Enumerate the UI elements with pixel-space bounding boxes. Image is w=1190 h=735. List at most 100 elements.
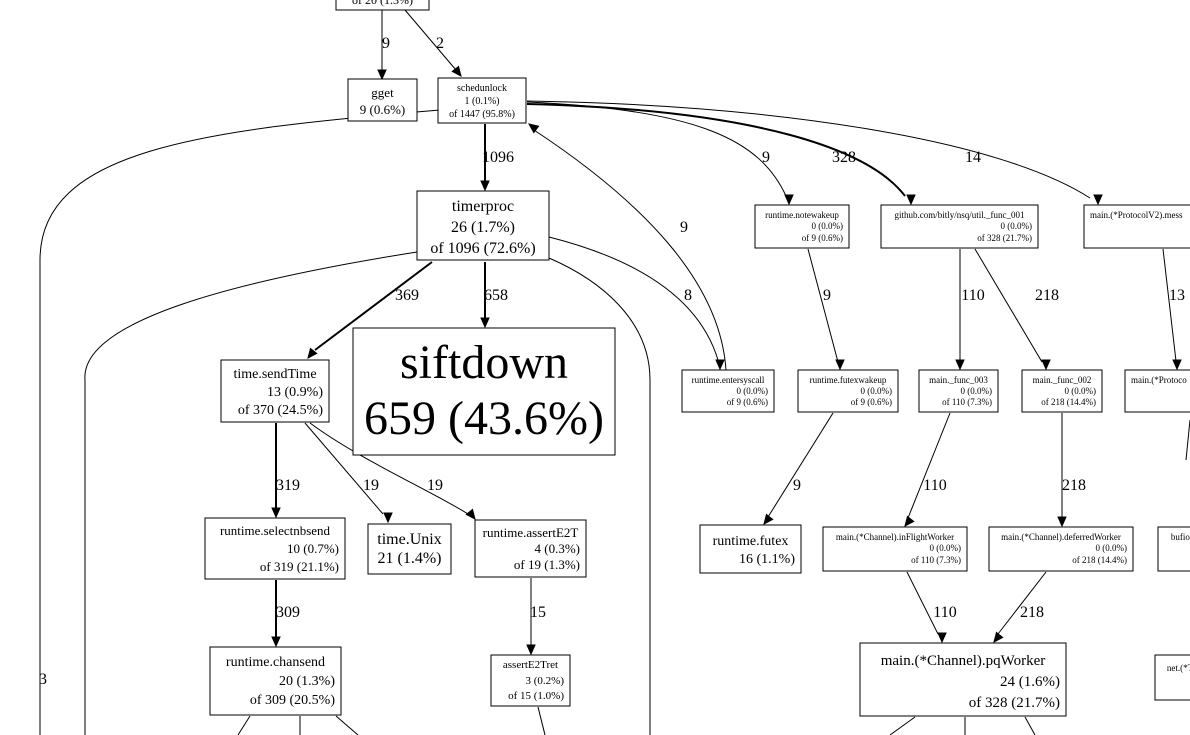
edge-line [335, 715, 359, 735]
edge-timerproc-right [548, 257, 651, 735]
node-protoco[interactable]: main.(*Protoco(of [1124, 369, 1190, 413]
node-stat: of 328 (21.7%) [977, 233, 1032, 243]
edge-label: 9 [382, 35, 390, 52]
node-stat: 20 (1.3%) [279, 674, 335, 689]
node-stat: 9 (0.6%) [360, 102, 406, 117]
arrowhead [835, 359, 845, 371]
arrowhead [955, 359, 965, 371]
edge-func001-func003: 110 [955, 249, 985, 371]
edge-label: 9 [823, 287, 831, 304]
arrowhead [480, 317, 490, 329]
edge-label: 2 [436, 35, 444, 52]
node-stat: 3 (0.2%) [526, 675, 565, 687]
arrowhead [480, 180, 490, 192]
node-stat: of 309 (20.5%) [250, 693, 335, 708]
arrowhead [1093, 194, 1103, 206]
node-stat: 659 (43.6%) [364, 392, 604, 445]
edge-protoco-out [1185, 419, 1190, 461]
node-box [367, 523, 452, 575]
edge-sendtime-timeunix: 19 [304, 422, 393, 524]
node-stat: 16 (1.1%) [739, 552, 795, 567]
node-bufio[interactable]: bufio.( [1157, 526, 1190, 572]
node-timeunix[interactable]: time.Unix 21 (1.4%) [367, 523, 452, 575]
edge-line [304, 422, 384, 515]
edge-chansend-out3 [335, 715, 359, 735]
arrowhead [526, 644, 536, 656]
node-stat: 24 (1.6%) [1000, 674, 1060, 690]
node-box [859, 642, 1067, 717]
node-box [352, 327, 616, 456]
edge-selectnbsend-chansend: 309 [271, 580, 300, 648]
node-stat: of 19 (1.3%) [514, 557, 580, 572]
edge-label: 218 [1035, 287, 1059, 304]
edge-line [526, 100, 1091, 199]
node-box [1124, 369, 1190, 413]
node-net[interactable]: net.(*T [1154, 654, 1190, 701]
edge-label: 110 [961, 287, 984, 304]
node-stat: 0 (0.0%) [812, 221, 844, 231]
arrowhead [271, 507, 281, 519]
node-stat: 0 (0.0%) [961, 386, 993, 396]
node-top_partial[interactable]: of 20 (1.3%) [335, 0, 430, 11]
node-box [880, 204, 1039, 249]
node-protocolv2_mess[interactable]: main.(*ProtocolV2).messof 1 [1083, 204, 1190, 249]
node-box [797, 369, 899, 413]
edge-timerproc-left1 [84, 251, 418, 735]
node-futex[interactable]: runtime.futex 16 (1.1%) [699, 524, 802, 574]
node-name: main.(*Channel).inFlightWorker [836, 532, 954, 542]
node-name: net.(*T [1167, 663, 1190, 673]
edge-asserte2tret-out [537, 706, 546, 735]
node-stat: 13 (0.9%) [267, 385, 323, 400]
node-stat: 21 (1.4%) [378, 550, 442, 567]
node-name: runtime.futex [713, 534, 789, 549]
node-chansend[interactable]: runtime.chansend 20 (1.3%) of 309 (20.5%) [209, 646, 342, 716]
edge-timerproc-entersyscall: 8 [548, 236, 725, 371]
edge-label: 9 [762, 149, 770, 166]
edge-line [548, 236, 719, 361]
node-box [699, 524, 802, 574]
edge-label: 218 [1062, 477, 1086, 494]
edge-pq-out1 [889, 716, 916, 735]
node-name: time.Unix [377, 531, 441, 548]
node-box [681, 369, 775, 413]
arrowhead [937, 632, 947, 644]
node-stat: 1 (0.1%) [465, 96, 500, 107]
arrowhead [377, 69, 387, 81]
node-stat: of 370 (24.5%) [238, 403, 323, 418]
node-box [416, 190, 550, 261]
edge-line [526, 101, 787, 197]
edge-line [237, 715, 251, 735]
node-name: runtime.chansend [226, 655, 325, 670]
edge-line [1024, 716, 1036, 735]
node-box [490, 654, 571, 707]
arrowhead [271, 636, 281, 648]
edge-label: 19 [427, 477, 443, 494]
edge-line [767, 412, 834, 518]
edge-label: 1096 [482, 149, 514, 166]
edge-deferredworker-pqworker: 218 [993, 571, 1047, 643]
edge-schedunlock-left: 3 [39, 109, 441, 735]
node-stat: of 110 (7.3%) [911, 555, 961, 565]
node-box [209, 646, 342, 716]
edge-line [309, 422, 469, 515]
node-stat: 10 (0.7%) [287, 541, 339, 556]
edge-protocolv2-protoco: 13 [1162, 248, 1185, 371]
